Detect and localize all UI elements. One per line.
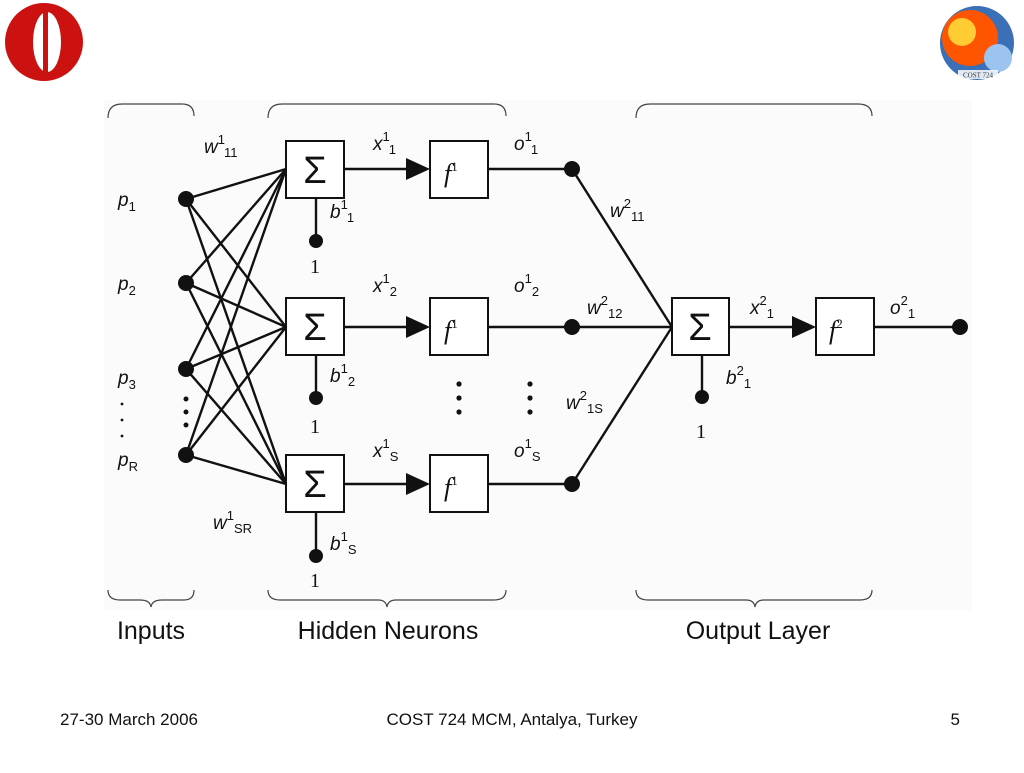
o-label: o11	[514, 129, 538, 157]
o-label: o1S	[514, 436, 541, 464]
x-label: x21	[749, 293, 774, 321]
activation-label: f1	[444, 159, 458, 188]
input-node	[178, 191, 194, 207]
input-weight-lines	[184, 167, 288, 486]
caption-hidden-neurons: Hidden Neurons	[298, 617, 479, 645]
brace-top-hidden	[267, 103, 507, 119]
x-label: x1S	[372, 436, 399, 464]
output-weight-lines	[570, 168, 674, 485]
hidden-ellipsis	[456, 381, 533, 415]
sum-box	[285, 454, 345, 513]
activation-label: f1	[444, 473, 458, 502]
bias-input-label: 1	[310, 570, 320, 592]
bias-label: b21	[726, 363, 751, 391]
hidden-neuron-1: Σ f1 x11 o11 b11 1	[285, 129, 580, 278]
weight-label-w1-11: w111	[204, 132, 238, 160]
hidden-neuron-S: Σ f1 x1S o1S b1S 1	[285, 436, 580, 592]
bias-label: b11	[330, 197, 354, 225]
sum-symbol: Σ	[688, 307, 712, 349]
input-node	[178, 275, 194, 291]
activation-box	[429, 454, 489, 513]
brace-top-output	[635, 103, 873, 119]
input-label-pR: pR	[117, 450, 138, 474]
bias-label: b1S	[330, 529, 357, 557]
x-label: x12	[372, 271, 397, 299]
weight-label-w2-1S: w21S	[566, 388, 603, 416]
network-output-node	[952, 319, 968, 335]
output-neuron: Σ f2 x21 o21 b21 1	[671, 293, 968, 443]
x-label: x11	[372, 129, 396, 157]
bias-label: b12	[330, 361, 355, 389]
footer-page-number: 5	[951, 710, 960, 729]
input-node	[178, 361, 194, 377]
o-label: o21	[890, 293, 915, 321]
caption-inputs: Inputs	[117, 617, 185, 645]
caption-output-layer: Output Layer	[686, 617, 831, 645]
activation-box	[429, 297, 489, 356]
bias-input-label: 1	[310, 416, 320, 438]
activation-box	[815, 297, 875, 356]
footer-date: 27-30 March 2006	[60, 710, 198, 729]
input-label-ellipsis	[120, 402, 124, 438]
sum-symbol: Σ	[303, 150, 327, 192]
input-label-p3: p3	[117, 368, 136, 392]
input-label-p2: p2	[117, 274, 136, 298]
weight-label-w2-11: w211	[610, 196, 644, 224]
brace-bottom-output	[635, 589, 873, 608]
weight-label-w1-SR: w1SR	[213, 508, 252, 536]
sum-symbol: Σ	[303, 307, 327, 349]
brace-bottom-inputs	[107, 589, 195, 608]
weight-label-w2-12: w212	[587, 293, 622, 321]
input-node	[178, 447, 194, 463]
sum-box	[285, 140, 345, 199]
activation-box	[429, 140, 489, 199]
hidden-neuron-2: Σ f1 x12 o12 b12 1	[285, 271, 580, 438]
brace-top-inputs	[107, 103, 195, 119]
bias-input-label: 1	[310, 256, 320, 278]
sum-symbol: Σ	[303, 464, 327, 506]
footer-event: COST 724 MCM, Antalya, Turkey	[387, 710, 638, 729]
brace-bottom-hidden	[267, 589, 507, 608]
input-label-p1: p1	[117, 190, 136, 214]
o-label: o12	[514, 271, 539, 299]
cost-724-logo: COST 724	[940, 6, 1014, 80]
university-logo	[5, 3, 83, 81]
activation-label: f2	[829, 316, 843, 345]
sum-box	[285, 297, 345, 356]
input-nodes	[120, 191, 194, 463]
bias-input-label: 1	[696, 421, 706, 443]
cost-724-logo-text: COST 724	[963, 72, 994, 80]
activation-label: f1	[444, 316, 458, 345]
sum-box	[671, 297, 730, 356]
input-ellipsis	[183, 396, 189, 428]
